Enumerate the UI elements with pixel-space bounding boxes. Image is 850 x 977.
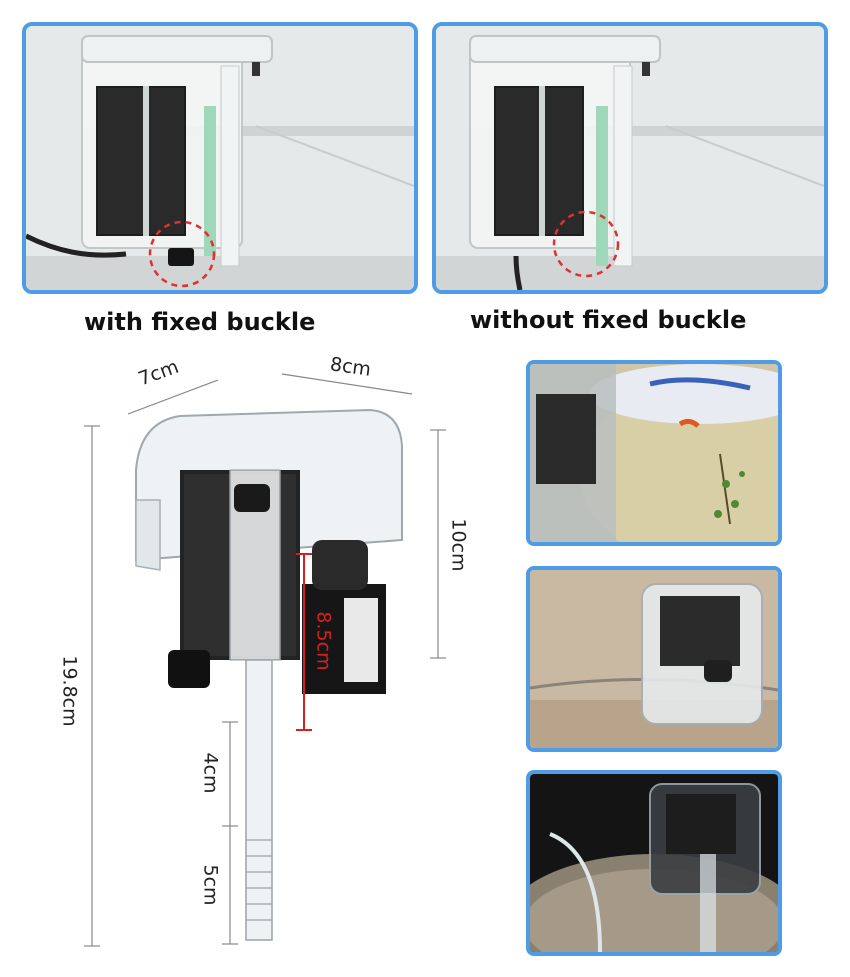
filter-photo-with-buckle — [26, 26, 414, 290]
label-tube-upper: 4cm — [199, 752, 222, 794]
label-tube-lower: 5cm — [199, 864, 222, 906]
filter-product-drawing — [84, 373, 446, 947]
photo-fish-bowl — [526, 360, 782, 546]
caption-without-fixed-buckle: without fixed buckle — [470, 306, 747, 334]
caption-with-fixed-buckle: with fixed buckle — [84, 308, 316, 336]
photo-filter-dark-image — [530, 774, 778, 952]
filter-photo-without-buckle — [436, 26, 824, 290]
photo-filter-side — [526, 566, 782, 752]
panel-with-buckle — [22, 22, 418, 294]
label-height-box: 10cm — [447, 518, 470, 572]
photo-filter-dark — [526, 770, 782, 956]
photo-fish-bowl-image — [530, 364, 778, 542]
label-total-height: 19.8cm — [58, 655, 81, 727]
dimension-diagram: 7cm 8cm 10cm 19.8cm 8.5cm 4cm 5cm — [40, 350, 510, 960]
label-pump-height: 8.5cm — [312, 611, 335, 671]
photo-filter-side-image — [530, 570, 778, 748]
panel-without-buckle — [432, 22, 828, 294]
